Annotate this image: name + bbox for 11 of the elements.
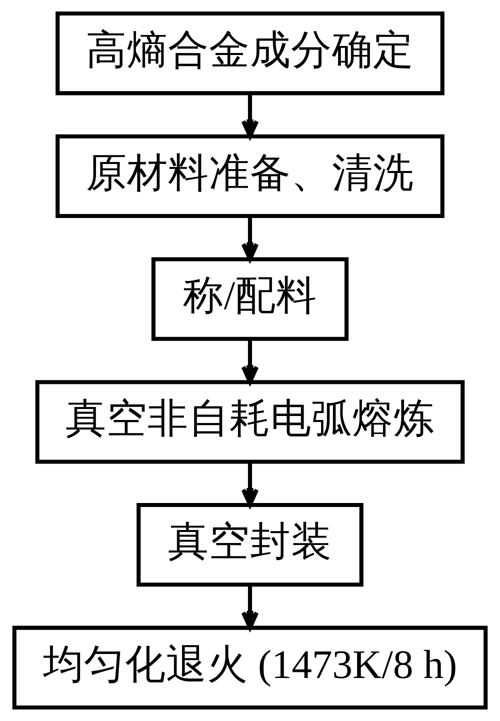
arrow (241, 462, 259, 507)
arrow (241, 216, 259, 262)
node-box: 均匀化退火 (1473K/8 h) (12, 626, 488, 710)
arrow (241, 584, 259, 630)
node-box: 称/配料 (151, 257, 349, 341)
node-box: 真空非自耗电弧熔炼 (35, 380, 465, 464)
node-box: 高熵合金成分确定 (56, 12, 444, 96)
arrow (241, 93, 259, 138)
node-box: 真空封装 (136, 502, 364, 587)
arrow (241, 339, 259, 384)
node-box: 原材料准备、清洗 (56, 134, 444, 218)
